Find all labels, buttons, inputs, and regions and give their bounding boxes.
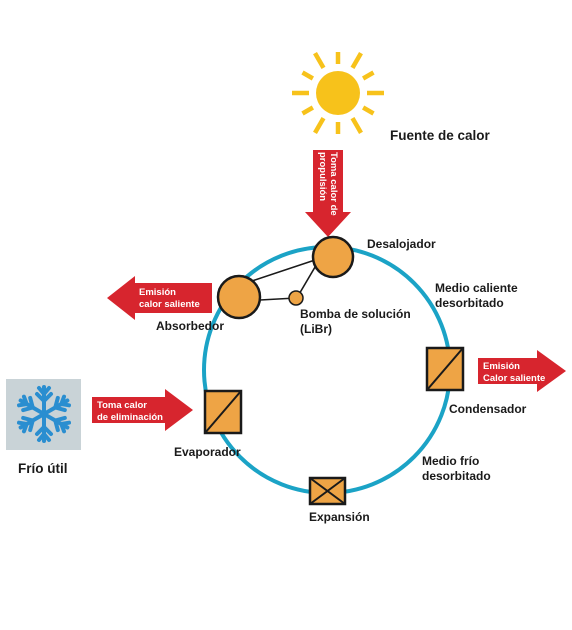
sun-ray bbox=[301, 105, 315, 116]
absorber-heat-emission-arrow: Emisión calor saliente bbox=[107, 276, 212, 320]
emission-right-line1: Emisión bbox=[483, 361, 520, 372]
emission-left-line2: calor saliente bbox=[139, 299, 200, 310]
cold-medium-label-line2: desorbitado bbox=[422, 469, 491, 483]
sun-ray bbox=[313, 52, 326, 70]
useful-cold-label: Frío útil bbox=[18, 461, 68, 476]
emission-left-line1: Emisión bbox=[139, 287, 176, 298]
emission-right-line2: Calor saliente bbox=[483, 373, 545, 384]
sun-ray bbox=[313, 116, 326, 134]
pump-label-line1: Bomba de solución bbox=[300, 307, 411, 321]
cold-medium-label-line1: Medio frío bbox=[422, 454, 479, 468]
intake-arrow-line2: de eliminación bbox=[97, 412, 163, 423]
evaporator-heat-intake-arrow: Toma calor de eliminación bbox=[92, 389, 193, 431]
condenser-label: Condensador bbox=[449, 402, 527, 416]
expansion-valve-component bbox=[308, 476, 347, 506]
evaporator-component bbox=[203, 389, 243, 435]
sun-ray bbox=[350, 116, 363, 134]
propulsion-heat-arrow: Toma calor de propulsión bbox=[305, 150, 351, 237]
snowflake-icon bbox=[6, 379, 81, 450]
condenser-heat-emission-arrow: Emisión Calor saliente bbox=[478, 350, 566, 392]
hot-medium-label-line1: Medio caliente bbox=[435, 281, 518, 295]
condenser-component bbox=[425, 346, 465, 392]
sun-ray bbox=[361, 70, 375, 81]
evaporator-label: Evaporador bbox=[174, 445, 241, 459]
generator-component bbox=[311, 235, 355, 279]
expansion-label: Expansión bbox=[309, 510, 370, 524]
hot-medium-label-line2: desorbitado bbox=[435, 296, 504, 310]
propulsion-arrow-line2: propulsión bbox=[317, 152, 328, 201]
propulsion-arrow-line1: Toma calor de bbox=[328, 152, 339, 216]
generator-label: Desalojador bbox=[367, 237, 436, 251]
absorber-label: Absorbedor bbox=[156, 319, 224, 333]
solution-pump-component bbox=[288, 290, 304, 306]
sun-ray bbox=[361, 105, 375, 116]
pump-label-line2: (LiBr) bbox=[300, 322, 332, 336]
heat-source-label: Fuente de calor bbox=[390, 128, 491, 143]
sun-icon bbox=[292, 52, 384, 134]
sun-ray bbox=[301, 70, 315, 81]
sun-ray bbox=[350, 52, 363, 70]
intake-arrow-line1: Toma calor bbox=[97, 400, 147, 411]
absorber-component bbox=[216, 274, 262, 320]
